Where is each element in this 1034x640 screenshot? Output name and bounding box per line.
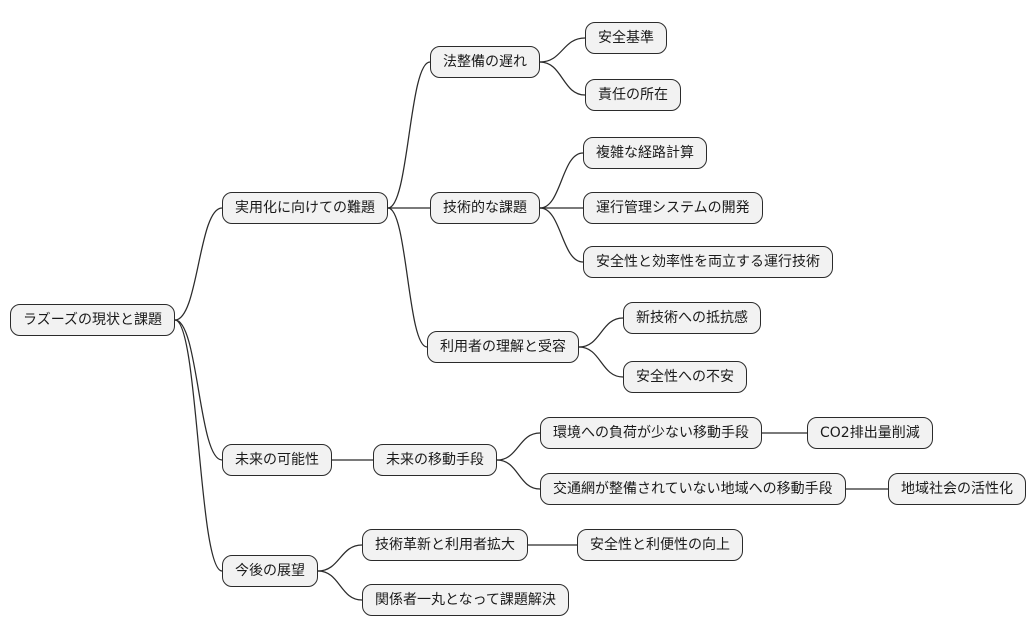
mindmap-edge-root-n2 [174,319,223,461]
mindmap-node-root: ラズーズの現状と課題 [10,304,176,336]
mindmap-node-n1a: 法整備の遅れ [430,46,540,78]
mindmap-edge-n2a-n2a2 [496,459,541,490]
mindmap-node-n1b1: 複雑な経路計算 [583,137,707,169]
mindmap-node-n2a: 未来の移動手段 [373,444,497,476]
mindmap-edge-n1a-n1a1 [539,37,586,63]
mindmap-node-n2a2a: 地域社会の活性化 [888,473,1026,505]
mindmap-node-n1b: 技術的な課題 [430,192,540,224]
mindmap-node-n3b: 関係者一丸となって課題解決 [362,584,569,616]
mindmap-node-n1c2: 安全性への不安 [623,361,747,393]
mindmap-edge-n1b-n1b3 [539,207,584,263]
mindmap-edge-root-n3 [174,319,223,572]
mindmap-node-n1b3: 安全性と効率性を両立する運行技術 [583,246,833,278]
mindmap-node-n3a: 技術革新と利用者拡大 [362,529,528,561]
mindmap-edge-n1a-n1a2 [539,61,586,96]
mindmap-node-n1a1: 安全基準 [585,22,667,54]
mindmap-edge-n1b-n1b1 [539,152,584,209]
mindmap-node-n1c: 利用者の理解と受容 [427,331,579,363]
mindmap-node-n2a1a: CO2排出量削減 [807,417,933,449]
mindmap-node-n3: 今後の展望 [222,555,318,587]
mindmap-edge-n1c-n1c2 [578,346,624,378]
mindmap-edge-n3-n3b [317,570,363,601]
mindmap-edge-n3-n3a [317,544,363,572]
mindmap-node-n2a1: 環境への負荷が少ない移動手段 [540,417,762,449]
mindmap-edge-n1-n1a [387,61,431,209]
mindmap-edge-n1-n1c [387,207,428,348]
mindmap-node-n3a1: 安全性と利便性の向上 [577,529,743,561]
mindmap-node-n1b2: 運行管理システムの開発 [583,192,763,224]
mindmap-node-n2: 未来の可能性 [222,444,332,476]
mindmap-node-n1a2: 責任の所在 [585,79,681,111]
mindmap-edge-root-n1 [174,207,223,321]
mindmap-edge-n2a-n2a1 [496,432,541,461]
mindmap-edge-n1c-n1c1 [578,317,624,348]
mindmap-node-n1: 実用化に向けての難題 [222,192,388,224]
mindmap-node-n2a2: 交通網が整備されていない地域への移動手段 [540,473,846,505]
mindmap-node-n1c1: 新技術への抵抗感 [623,302,761,334]
